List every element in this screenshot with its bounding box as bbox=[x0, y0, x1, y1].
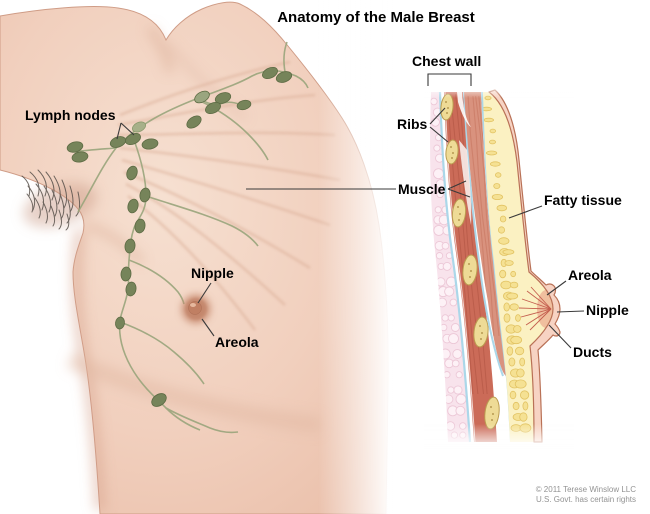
fatty-tissue-pointer bbox=[508, 205, 543, 219]
ribs-pointer-1 bbox=[429, 107, 446, 125]
pointer-lines bbox=[116, 73, 585, 349]
subcutaneous-bubbles-texture bbox=[430, 97, 467, 439]
label-chest-wall: Chest wall bbox=[412, 53, 482, 69]
label-areola-cross-section: Areola bbox=[568, 267, 612, 283]
muscle-pointer-2 bbox=[447, 188, 471, 198]
nipple-right-pointer bbox=[556, 310, 585, 313]
page-title: Anatomy of the Male Breast bbox=[277, 9, 475, 26]
label-nipple-cross-section: Nipple bbox=[586, 302, 629, 318]
copyright-line2: U.S. Govt. has certain rights bbox=[535, 494, 636, 504]
pectoral-streaks bbox=[117, 60, 341, 331]
muscle-pointer-1 bbox=[447, 180, 467, 190]
chest-wall-bracket bbox=[427, 73, 472, 86]
copyright-line1: © 2011 Terese Winslow LLC bbox=[535, 485, 636, 494]
nipple-left-pointer bbox=[197, 282, 212, 304]
ribs bbox=[440, 93, 500, 430]
label-fatty-tissue: Fatty tissue bbox=[544, 192, 622, 208]
label-muscle: Muscle bbox=[398, 181, 446, 197]
armpit-hair bbox=[21, 169, 81, 231]
cross-section-top-fade bbox=[424, 84, 574, 98]
lymph-nodes bbox=[66, 66, 293, 407]
areola-left-pointer bbox=[201, 318, 215, 337]
skin-layer bbox=[488, 89, 561, 443]
label-ribs: Ribs bbox=[397, 116, 428, 132]
lymph-nodes-pointer-2 bbox=[120, 122, 135, 136]
fat-lobules-texture bbox=[483, 95, 532, 433]
areola-right-pointer bbox=[546, 280, 567, 296]
cross-section-bottom-fade bbox=[424, 424, 574, 454]
fascia-line-2 bbox=[463, 91, 504, 377]
ducts bbox=[518, 286, 552, 331]
fascia-line-1 bbox=[438, 91, 472, 443]
cross-section-illustration bbox=[424, 84, 574, 454]
label-areola-torso: Areola bbox=[215, 334, 259, 350]
ducts-pointer bbox=[548, 324, 572, 349]
torso-illustration bbox=[0, 1, 389, 514]
torso-fade bbox=[318, 0, 422, 514]
label-lymph-nodes: Lymph nodes bbox=[25, 107, 116, 123]
label-ducts: Ducts bbox=[573, 344, 612, 360]
muscle-split-2 bbox=[459, 140, 472, 225]
rib-speckles bbox=[445, 101, 494, 421]
lymph-nodes-pointer-1 bbox=[116, 122, 122, 140]
label-nipple-torso: Nipple bbox=[191, 265, 234, 281]
ribs-pointer-2 bbox=[429, 126, 449, 143]
torso-nipple-areola bbox=[178, 291, 214, 327]
copyright-notice: © 2011 Terese Winslow LLC U.S. Govt. has… bbox=[536, 485, 636, 504]
muscle-split bbox=[457, 92, 471, 127]
